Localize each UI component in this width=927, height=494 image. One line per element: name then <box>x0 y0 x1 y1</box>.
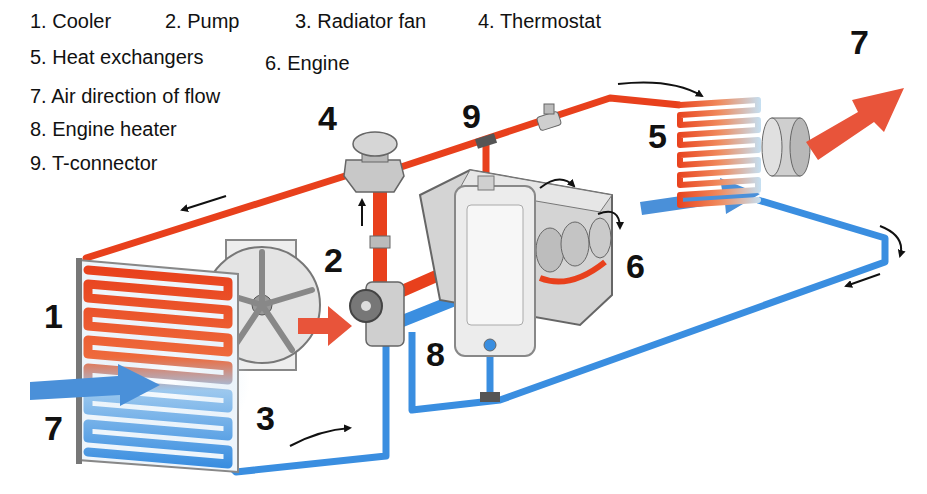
heater-feed-pipe <box>398 98 680 168</box>
legend-item: 2. Pump <box>165 10 239 32</box>
t-connector <box>487 352 494 398</box>
cooler <box>76 258 250 472</box>
callout-number: 8 <box>426 336 445 373</box>
valve <box>536 104 561 131</box>
legend-item: 6. Engine <box>265 52 350 74</box>
return-pipe <box>412 200 885 410</box>
engine-heater <box>455 176 535 356</box>
flow-arrow <box>182 83 901 447</box>
legend-item: 5. Heat exchangers <box>30 46 203 68</box>
legend-item: 1. Cooler <box>30 10 111 32</box>
legend-item: 4. Thermostat <box>478 10 601 32</box>
callout-number: 6 <box>626 248 645 285</box>
callout-number: 2 <box>324 242 343 279</box>
t-connector <box>475 133 497 149</box>
callout-number: 9 <box>462 98 481 135</box>
heat-exchanger <box>680 100 810 205</box>
air-arrow <box>298 306 352 346</box>
legend-item: 8. Engine heater <box>30 118 177 140</box>
callout-number: 5 <box>648 118 667 155</box>
callout-number: 4 <box>318 100 337 137</box>
thermostat <box>344 132 404 286</box>
legend-item: 9. T-connector <box>30 152 157 174</box>
callout-number: 7 <box>44 410 63 447</box>
callout-number: 7 <box>850 24 869 61</box>
callout-number: 1 <box>44 298 63 335</box>
radiator-inlet-pipe <box>86 176 345 268</box>
t-connector <box>480 392 500 402</box>
air-arrow <box>806 88 904 160</box>
legend-item: 3. Radiator fan <box>295 10 426 32</box>
air-arrow <box>30 364 160 406</box>
legend-item: 7. Air direction of flow <box>30 85 220 107</box>
callout-number: 3 <box>256 400 275 437</box>
